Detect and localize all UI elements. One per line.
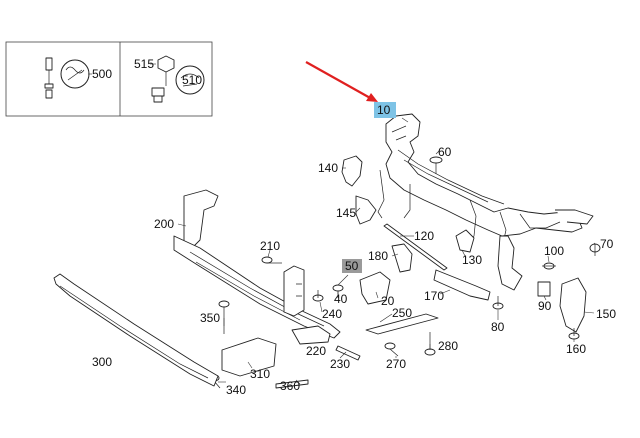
bolt-80 bbox=[492, 296, 504, 310]
callout-20[interactable]: 20 bbox=[381, 294, 395, 308]
bolt-280 bbox=[424, 332, 436, 356]
callout-360[interactable]: 360 bbox=[280, 379, 300, 393]
callout-230[interactable]: 230 bbox=[330, 357, 350, 371]
bracket-130 bbox=[455, 229, 475, 253]
bracket-220 bbox=[291, 325, 331, 345]
callout-70[interactable]: 70 bbox=[600, 237, 614, 251]
callout-200[interactable]: 200 bbox=[154, 217, 174, 231]
bracket-140 bbox=[341, 155, 363, 187]
bracket-20 bbox=[359, 271, 391, 305]
upper-support-assembly bbox=[377, 113, 594, 291]
callout-220[interactable]: 220 bbox=[306, 344, 326, 358]
callout-340[interactable]: 340 bbox=[226, 383, 246, 397]
callout-145[interactable]: 145 bbox=[336, 206, 356, 220]
block-90 bbox=[537, 281, 551, 297]
callout-210[interactable]: 210 bbox=[260, 239, 280, 253]
callout-280[interactable]: 280 bbox=[438, 339, 458, 353]
callout-120[interactable]: 120 bbox=[414, 229, 434, 243]
nut-510-drawing bbox=[151, 55, 205, 103]
bolt-350 bbox=[218, 300, 230, 334]
bolt-210 bbox=[261, 256, 282, 264]
callout-310[interactable]: 310 bbox=[250, 367, 270, 381]
bracket-150 bbox=[559, 277, 587, 333]
bracket-180 bbox=[391, 243, 413, 273]
bar-250 bbox=[365, 313, 439, 335]
bracket-310 bbox=[221, 337, 277, 377]
bolt-100 bbox=[542, 262, 556, 270]
bolt-60 bbox=[429, 156, 443, 174]
bolt-70 bbox=[589, 243, 601, 256]
callout-150[interactable]: 150 bbox=[596, 307, 616, 321]
pointer-arrow bbox=[305, 61, 378, 102]
callout-50[interactable]: 50 bbox=[345, 259, 359, 273]
callout-80[interactable]: 80 bbox=[491, 320, 505, 334]
detail-inset bbox=[5, 41, 213, 117]
bracket-145 bbox=[355, 195, 377, 225]
callout-300[interactable]: 300 bbox=[92, 355, 112, 369]
bolt-230 bbox=[335, 345, 361, 361]
bumper-beam-line bbox=[59, 285, 209, 379]
bracket-170 bbox=[433, 269, 491, 301]
leader-lines bbox=[177, 117, 596, 385]
bolt-240 bbox=[312, 290, 324, 302]
callout-180[interactable]: 180 bbox=[368, 249, 388, 263]
lower-carrier bbox=[173, 189, 341, 339]
callout-10-highlight bbox=[374, 102, 396, 118]
rod-120 bbox=[383, 223, 448, 271]
callout-500[interactable]: 500 bbox=[92, 67, 112, 81]
callout-130[interactable]: 130 bbox=[462, 253, 482, 267]
bumper-beam-300 bbox=[53, 273, 219, 387]
callout-240[interactable]: 240 bbox=[322, 307, 342, 321]
callout-140[interactable]: 140 bbox=[318, 161, 338, 175]
callout-100[interactable]: 100 bbox=[544, 244, 564, 258]
callout-270[interactable]: 270 bbox=[386, 357, 406, 371]
callout-350[interactable]: 350 bbox=[200, 311, 220, 325]
callout-250[interactable]: 250 bbox=[392, 306, 412, 320]
callout-10[interactable]: 10 bbox=[377, 103, 391, 117]
callout-160[interactable]: 160 bbox=[566, 342, 586, 356]
callout-515[interactable]: 515 bbox=[134, 57, 154, 71]
callout-510[interactable]: 510 bbox=[182, 73, 202, 87]
bolt-270 bbox=[384, 342, 399, 357]
callout-60[interactable]: 60 bbox=[438, 145, 452, 159]
callout-labels: 500 515 510 10 60 140 145 200 120 210 18… bbox=[92, 57, 616, 397]
callout-170[interactable]: 170 bbox=[424, 289, 444, 303]
callout-90[interactable]: 90 bbox=[538, 299, 552, 313]
callout-50-highlight bbox=[342, 259, 362, 273]
callout-40[interactable]: 40 bbox=[334, 292, 348, 306]
